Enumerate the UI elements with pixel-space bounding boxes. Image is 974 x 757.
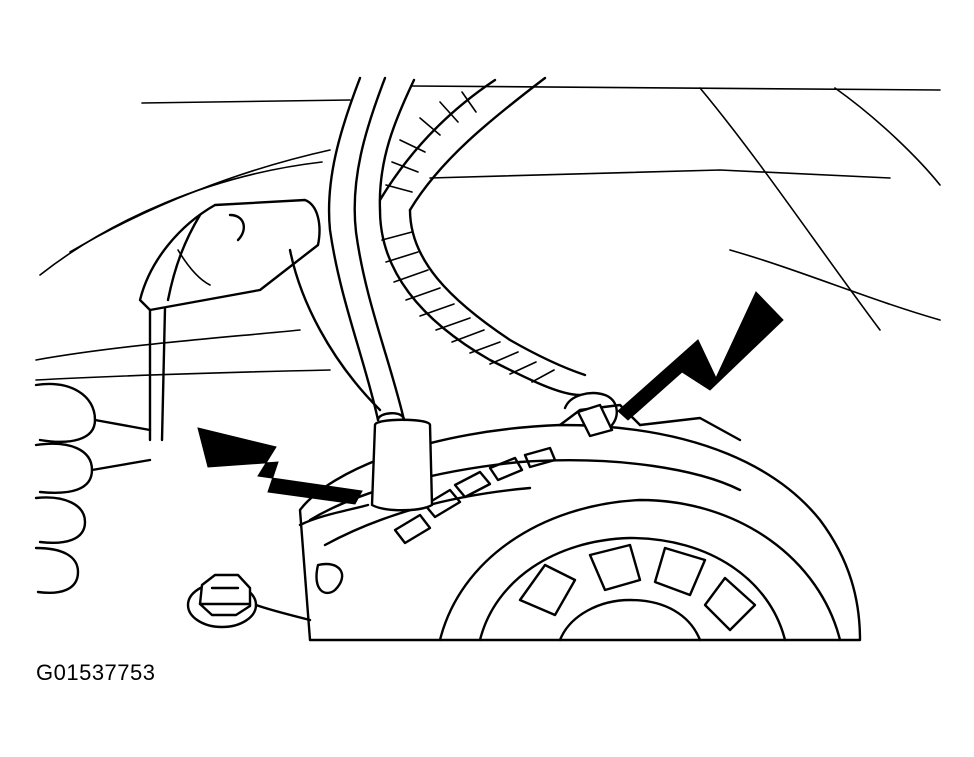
engine-compartment-outline bbox=[35, 85, 941, 381]
alternator bbox=[298, 391, 862, 642]
figure-code: G01537753 bbox=[36, 660, 156, 685]
left-ribbed-hose bbox=[34, 382, 152, 594]
arrow-left-callout bbox=[197, 427, 363, 505]
upper-left-bracket bbox=[138, 198, 382, 442]
arrow-right-callout bbox=[617, 291, 784, 421]
mounting-bolt bbox=[186, 573, 312, 629]
wire-harness bbox=[327, 76, 587, 422]
terminal-boot bbox=[298, 412, 434, 527]
